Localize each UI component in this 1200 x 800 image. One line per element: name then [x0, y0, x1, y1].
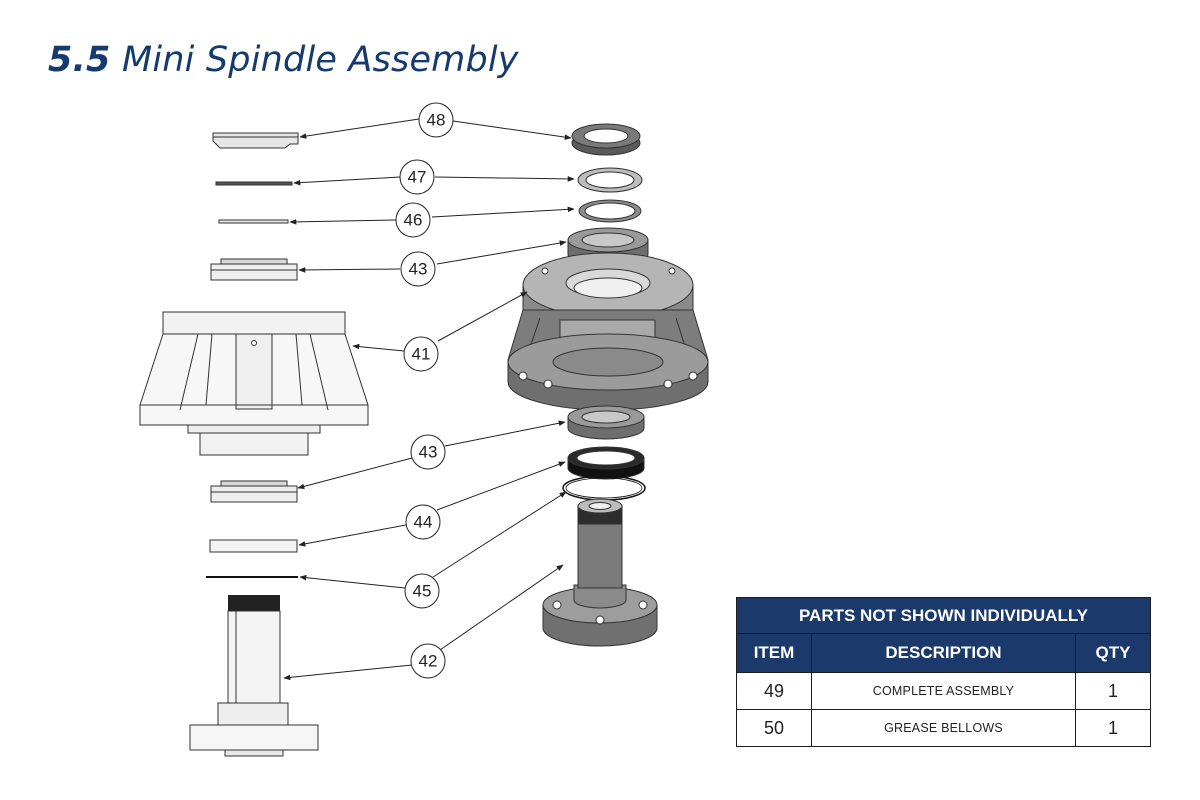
- part-42-side-view: [189, 595, 319, 757]
- callout-47-label: 47: [408, 168, 427, 187]
- callout-46: 46: [395, 202, 431, 238]
- parts-not-shown-table: PARTS NOT SHOWN INDIVIDUALLY ITEM DESCRI…: [736, 597, 1151, 747]
- part-41-3d-view: [507, 252, 709, 411]
- part-42-3d-view: [542, 498, 658, 647]
- part-44-3d-view: [567, 446, 645, 480]
- callout-44: 44: [405, 504, 441, 540]
- table-row: 49 COMPLETE ASSEMBLY 1: [736, 672, 1151, 710]
- page-title: 5.5 Mini Spindle Assembly: [48, 40, 519, 80]
- part-47-side-view: [215, 181, 293, 186]
- description-cell: GREASE BELLOWS: [811, 709, 1076, 747]
- callout-42: 42: [410, 643, 446, 679]
- callout-44-label: 44: [414, 513, 433, 532]
- part-45-3d-view: [562, 475, 646, 501]
- part-46-side-view: [218, 219, 289, 224]
- callout-48-label: 48: [427, 111, 446, 130]
- qty-cell: 1: [1075, 709, 1151, 747]
- part-46-3d-view: [578, 199, 642, 223]
- callout-41-label: 41: [412, 345, 431, 364]
- part-43-lower-side-view: [210, 480, 298, 503]
- table-heading: PARTS NOT SHOWN INDIVIDUALLY: [736, 597, 1151, 634]
- item-number-cell: 49: [736, 672, 812, 710]
- part-41-side-view: [139, 311, 369, 456]
- part-44-side-view: [209, 539, 298, 553]
- callout-47: 47: [399, 159, 435, 195]
- callout-43-upper-label: 43: [409, 260, 428, 279]
- description-cell: COMPLETE ASSEMBLY: [811, 672, 1076, 710]
- callout-45: 45: [404, 573, 440, 609]
- qty-cell: 1: [1075, 672, 1151, 710]
- callout-43-lower: 43: [410, 434, 446, 470]
- section-title: Mini Spindle Assembly: [121, 40, 519, 80]
- callout-43-upper: 43: [400, 251, 436, 287]
- callout-46-label: 46: [404, 211, 423, 230]
- part-45-side-view: [206, 576, 298, 578]
- callout-45-label: 45: [413, 582, 432, 601]
- column-header-item: ITEM: [736, 633, 812, 673]
- part-47-3d-view: [577, 167, 643, 193]
- section-number: 5.5: [48, 40, 111, 80]
- callout-43-lower-label: 43: [419, 443, 438, 462]
- part-48-side-view: [212, 132, 299, 149]
- leader-lines: [283, 118, 575, 681]
- callout-48: 48: [418, 102, 454, 138]
- column-header-description: DESCRIPTION: [811, 633, 1076, 673]
- part-43-upper-side-view: [210, 258, 298, 281]
- callout-42-label: 42: [419, 652, 438, 671]
- part-43-lower-3d-view: [567, 405, 645, 440]
- item-number-cell: 50: [736, 709, 812, 747]
- table-row: 50 GREASE BELLOWS 1: [736, 709, 1151, 747]
- column-header-qty: QTY: [1075, 633, 1151, 673]
- callout-41: 41: [403, 336, 439, 372]
- part-48-3d-view: [571, 123, 641, 156]
